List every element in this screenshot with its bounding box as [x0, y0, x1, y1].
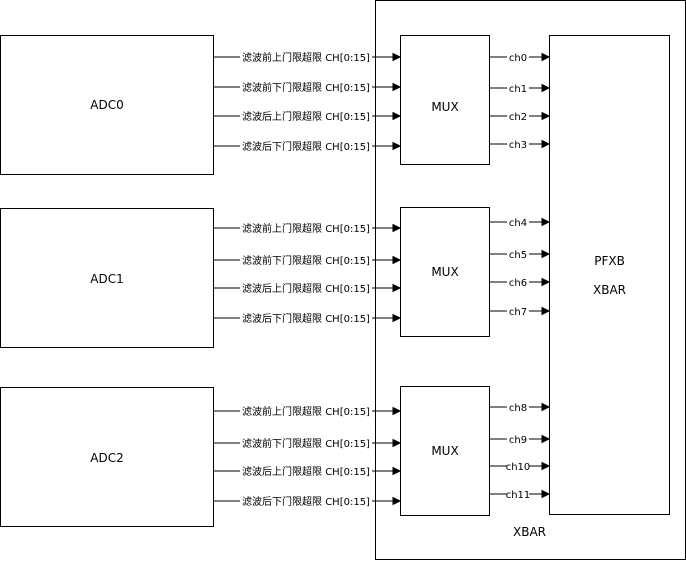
adc0-label: ADC0: [90, 98, 123, 112]
channel-label-8-bg: [507, 400, 529, 413]
signal-label-adc2-0-bg: [240, 404, 372, 417]
channel-label-6-bg: [507, 275, 529, 288]
signal-label-adc2-0: 滤波前上门限超限 CH[0:15]: [242, 405, 370, 418]
signal-label-adc0-1: 滤波前下门限超限 CH[0:15]: [242, 81, 370, 94]
signal-label-adc1-0: 滤波前上门限超限 CH[0:15]: [242, 222, 370, 235]
signal-label-adc1-1-bg: [240, 253, 372, 266]
adc2-box: [0, 387, 214, 527]
channel-label-5-bg: [507, 247, 529, 260]
channel-wire-11-arrowhead: [541, 489, 551, 499]
signal-label-adc0-3-bg: [240, 139, 372, 152]
channel-label-9-bg: [507, 432, 529, 445]
mux2-box: [400, 386, 490, 516]
channel-label-1: ch1: [509, 84, 527, 95]
channel-label-7: ch7: [509, 307, 527, 318]
pfxb-label-line1: PFXB: [594, 254, 625, 268]
adc2-label: ADC2: [90, 451, 123, 465]
signal-label-adc2-3-bg: [240, 494, 372, 507]
channel-wire-7-arrowhead: [541, 306, 551, 316]
channel-wire-0-arrowhead: [541, 52, 551, 62]
signal-wire-adc2-1-arrowhead: [392, 438, 402, 448]
channel-wire-3-arrowhead: [541, 139, 551, 149]
channel-wire-5-arrowhead: [541, 249, 551, 259]
channel-label-11-bg: [507, 487, 529, 500]
mux0-label: MUX: [431, 100, 458, 114]
mux1-box: [400, 207, 490, 337]
channel-label-7-bg: [507, 304, 529, 317]
channel-wire-4-arrowhead: [541, 217, 551, 227]
signal-wire-adc1-1-arrowhead: [392, 255, 402, 265]
channel-label-10-bg: [507, 459, 529, 472]
signal-wire-adc0-3-arrowhead: [392, 141, 402, 151]
signal-wire-adc1-0-arrowhead: [392, 223, 402, 233]
channel-label-5: ch5: [509, 250, 527, 261]
signal-label-adc0-0-bg: [240, 50, 372, 63]
signal-wire-adc2-0-arrowhead: [392, 406, 402, 416]
signal-wire-adc2-2-arrowhead: [392, 466, 402, 476]
signal-label-adc1-2-bg: [240, 281, 372, 294]
channel-label-9: ch9: [509, 435, 527, 446]
pfxb-xbar-box: [549, 35, 670, 515]
signal-label-adc1-3: 滤波后下门限超限 CH[0:15]: [242, 312, 370, 325]
signal-label-adc1-3-bg: [240, 311, 372, 324]
channel-wire-2-arrowhead: [541, 111, 551, 121]
signal-label-adc2-1: 滤波前下门限超限 CH[0:15]: [242, 437, 370, 450]
channel-label-4: ch4: [509, 218, 527, 229]
channel-label-0: ch0: [509, 53, 527, 64]
adc1-label: ADC1: [90, 272, 123, 286]
signal-wire-adc0-2-arrowhead: [392, 111, 402, 121]
signal-label-adc1-0-bg: [240, 221, 372, 234]
channel-label-3: ch3: [509, 140, 527, 151]
signal-label-adc0-0: 滤波前上门限超限 CH[0:15]: [242, 51, 370, 64]
signal-label-adc2-1-bg: [240, 436, 372, 449]
channel-label-1-bg: [507, 81, 529, 94]
mux2-label: MUX: [431, 444, 458, 458]
signal-label-adc2-2-bg: [240, 464, 372, 477]
signal-label-adc1-1: 滤波前下门限超限 CH[0:15]: [242, 254, 370, 267]
channel-label-11: ch11: [506, 490, 531, 501]
channel-label-0-bg: [507, 50, 529, 63]
signal-wires: 滤波前上门限超限 CH[0:15] 滤波前下门限超限 CH[0:15] 滤波后上门限…: [214, 50, 402, 508]
channel-wire-10-arrowhead: [541, 461, 551, 471]
channel-label-10: ch10: [506, 462, 531, 473]
signal-label-adc0-2: 滤波后上门限超限 CH[0:15]: [242, 110, 370, 123]
signal-label-adc0-3: 滤波后下门限超限 CH[0:15]: [242, 140, 370, 153]
channel-label-6: ch6: [509, 278, 527, 289]
signal-wire-adc0-1-arrowhead: [392, 82, 402, 92]
signal-wire-adc1-3-arrowhead: [392, 313, 402, 323]
channel-wire-1-arrowhead: [541, 83, 551, 93]
adc1-box: [0, 208, 214, 348]
signal-label-adc2-3: 滤波后下门限超限 CH[0:15]: [242, 495, 370, 508]
signal-label-adc1-2: 滤波后上门限超限 CH[0:15]: [242, 282, 370, 295]
channel-label-4-bg: [507, 215, 529, 228]
pfxb-label-line2: XBAR: [593, 283, 626, 297]
signal-wire-adc2-3-arrowhead: [392, 496, 402, 506]
signal-label-adc2-2: 滤波后上门限超限 CH[0:15]: [242, 465, 370, 478]
adc0-box: [0, 35, 214, 175]
mux0-box: [400, 35, 490, 165]
signal-label-adc0-2-bg: [240, 109, 372, 122]
signal-wire-adc0-0-arrowhead: [392, 52, 402, 62]
channel-label-2: ch2: [509, 112, 527, 123]
channel-label-3-bg: [507, 137, 529, 150]
channel-wires: ch0 ch1 ch2 ch3 ch4 ch5 ch6 ch7 ch8 ch9 ch10 ch11: [490, 50, 551, 501]
xbar-label: XBAR: [513, 525, 546, 539]
channel-wire-8-arrowhead: [541, 402, 551, 412]
signal-wire-adc1-2-arrowhead: [392, 283, 402, 293]
channel-label-8: ch8: [509, 403, 527, 414]
channel-wire-9-arrowhead: [541, 434, 551, 444]
channel-wire-6-arrowhead: [541, 277, 551, 287]
mux1-label: MUX: [431, 265, 458, 279]
channel-label-2-bg: [507, 109, 529, 122]
signal-label-adc0-1-bg: [240, 80, 372, 93]
